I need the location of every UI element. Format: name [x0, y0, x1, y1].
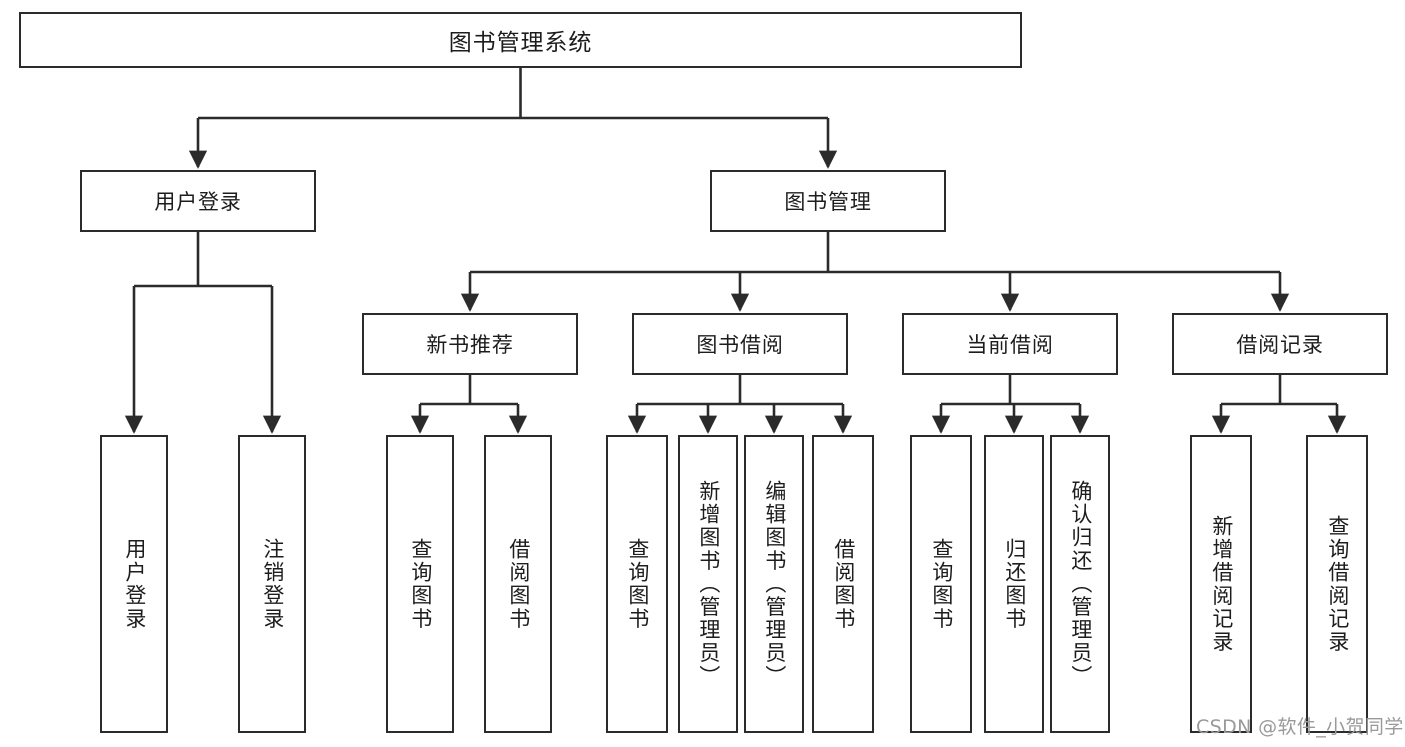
node-leaf-edit-book[interactable]: 编辑图书（管理员） [744, 435, 804, 733]
node-label: 图书借阅 [696, 333, 784, 357]
node-label: 归还图书 [1002, 537, 1027, 631]
node-leaf-query-record[interactable]: 查询借阅记录 [1306, 435, 1368, 733]
node-label: 用户登录 [154, 190, 242, 214]
node-label: 新增图书（管理员） [696, 480, 721, 688]
node-leaf-user-logout[interactable]: 注销登录 [238, 435, 306, 733]
node-leaf-borrow-book-2[interactable]: 借阅图书 [812, 435, 874, 733]
node-leaf-add-record[interactable]: 新增借阅记录 [1190, 435, 1252, 733]
node-label: 新增借阅记录 [1209, 514, 1234, 654]
node-leaf-query-book-1[interactable]: 查询图书 [386, 435, 454, 733]
node-book-manage[interactable]: 图书管理 [710, 170, 946, 232]
node-borrow-record[interactable]: 借阅记录 [1172, 313, 1388, 375]
node-label: 图书管理 [784, 190, 872, 214]
node-label: 编辑图书（管理员） [762, 480, 787, 688]
node-label: 新书推荐 [426, 333, 514, 357]
node-new-book-rec[interactable]: 新书推荐 [362, 313, 578, 375]
node-label: 查询图书 [929, 537, 954, 631]
node-label: 当前借阅 [966, 333, 1054, 357]
node-leaf-user-login[interactable]: 用户登录 [100, 435, 168, 733]
node-label: 查询图书 [408, 537, 433, 631]
csdn-watermark: CSDN @软件_小贺同学 [1196, 716, 1404, 738]
node-leaf-add-book[interactable]: 新增图书（管理员） [678, 435, 738, 733]
node-label: 借阅记录 [1236, 333, 1324, 357]
node-leaf-borrow-book-1[interactable]: 借阅图书 [484, 435, 552, 733]
node-label: 注销登录 [260, 537, 285, 631]
node-label: 借阅图书 [831, 537, 856, 631]
node-leaf-query-book-2[interactable]: 查询图书 [606, 435, 668, 733]
node-label: 确认归还（管理员） [1068, 480, 1093, 688]
node-user-login[interactable]: 用户登录 [80, 170, 316, 232]
node-current-borrow[interactable]: 当前借阅 [902, 313, 1118, 375]
node-leaf-return-book[interactable]: 归还图书 [984, 435, 1044, 733]
node-label: 用户登录 [122, 537, 147, 631]
node-leaf-confirm-return[interactable]: 确认归还（管理员） [1050, 435, 1110, 733]
node-label: 查询借阅记录 [1325, 514, 1350, 654]
node-label: 借阅图书 [506, 537, 531, 631]
node-label: 图书管理系统 [448, 30, 593, 56]
node-leaf-query-book-3[interactable]: 查询图书 [910, 435, 972, 733]
node-book-borrow[interactable]: 图书借阅 [632, 313, 848, 375]
node-label: 查询图书 [625, 537, 650, 631]
node-root[interactable]: 图书管理系统 [19, 12, 1022, 68]
